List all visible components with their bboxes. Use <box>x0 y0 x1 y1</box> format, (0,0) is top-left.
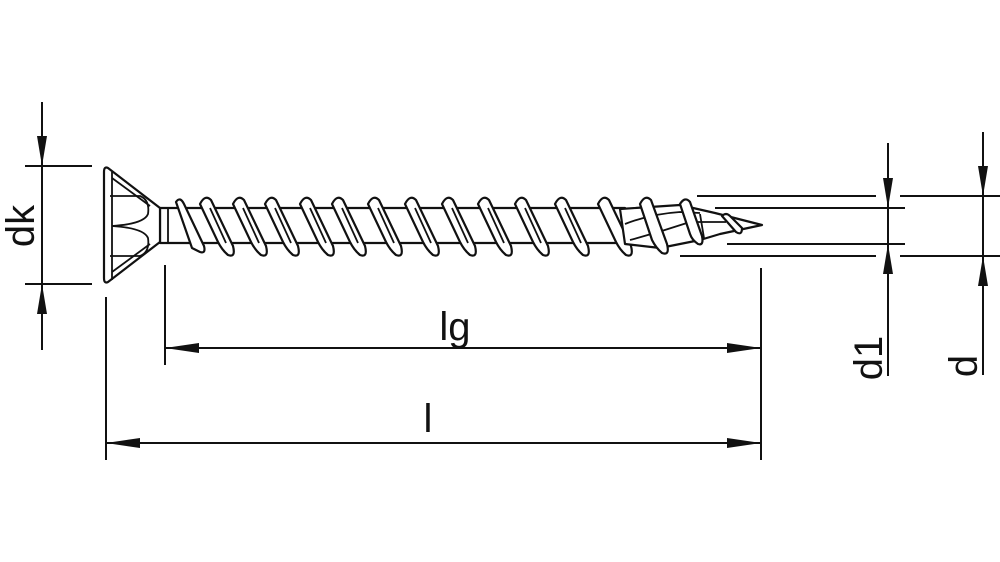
l-label: l <box>424 397 433 441</box>
lg-dimension: lg <box>164 265 762 460</box>
d-arrow-bottom-icon <box>978 256 988 286</box>
screw-tip <box>618 196 764 255</box>
lg-label: lg <box>439 305 470 349</box>
d-arrow-top-icon <box>978 166 988 196</box>
d1-dimension: d1 <box>715 143 905 380</box>
dk-arrow-bottom-icon <box>37 284 47 314</box>
screw-head <box>102 166 175 284</box>
screw-threads <box>174 196 633 257</box>
d1-arrow-bottom-icon <box>883 244 893 274</box>
dk-arrow-top-icon <box>37 136 47 166</box>
l-arrow-right-icon <box>727 438 761 448</box>
d1-arrow-top-icon <box>883 178 893 208</box>
dk-dimension: dk <box>0 102 92 350</box>
d-dimension: d <box>680 132 1000 377</box>
screw <box>102 166 764 284</box>
l-dimension: l <box>105 297 761 460</box>
d-label: d <box>942 355 986 377</box>
lg-arrow-right-icon <box>727 343 761 353</box>
dk-label: dk <box>0 204 43 247</box>
lg-arrow-left-icon <box>165 343 199 353</box>
l-arrow-left-icon <box>106 438 140 448</box>
d1-label: d1 <box>847 336 891 381</box>
